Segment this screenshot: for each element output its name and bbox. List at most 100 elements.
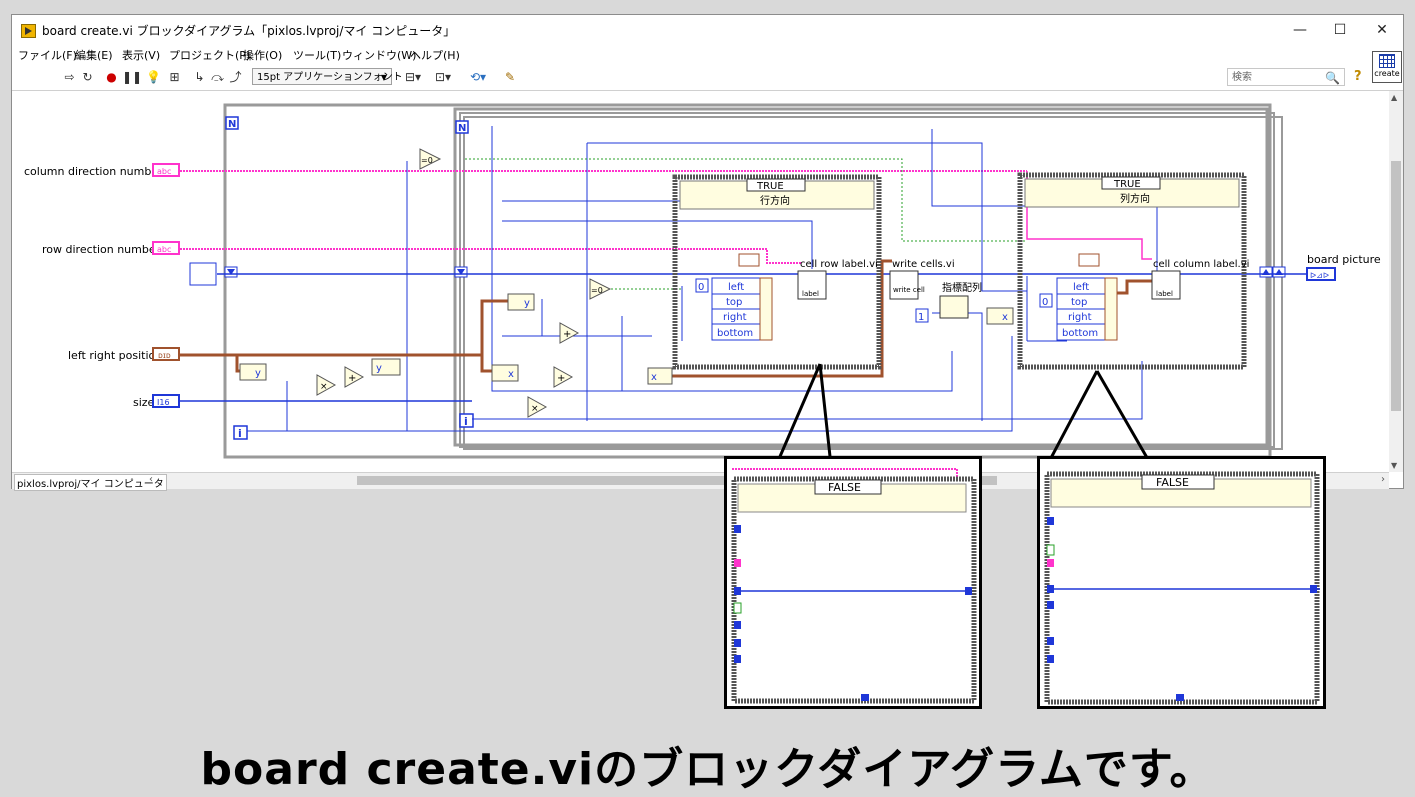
bundle-row-top: top [726, 297, 742, 308]
column-numbers-type: abc [157, 167, 171, 176]
picture-constant[interactable] [189, 262, 217, 286]
subvi-write-cells-tag: write cell [893, 286, 925, 294]
row-numbers-terminal[interactable] [152, 241, 180, 255]
inner-loop-count-terminal[interactable] [455, 120, 469, 134]
scroll-left-icon[interactable]: ‹ [149, 474, 153, 485]
subvi-cell-col[interactable] [1151, 270, 1181, 300]
menu-operate[interactable]: 操作(O) [243, 49, 283, 62]
case-row-label: 行方向 [760, 194, 790, 207]
row-cluster-constant[interactable] [738, 253, 760, 267]
block-diagram-canvas: N N i i [24, 103, 1381, 471]
abort-icon[interactable]: ● [106, 70, 117, 84]
highlight-execution-icon[interactable]: 💡 [146, 70, 161, 84]
add-outer[interactable] [344, 366, 365, 388]
const-one[interactable] [915, 308, 929, 323]
eq-zero-inner[interactable] [589, 278, 612, 300]
step-over-icon[interactable]: ⤼ [211, 70, 224, 84]
unbundle-y-inner[interactable] [507, 293, 535, 311]
pause-icon[interactable]: ❚❚ [122, 70, 143, 84]
vertical-scroll-thumb[interactable] [1391, 161, 1401, 411]
scroll-down-icon[interactable]: ▼ [1391, 461, 1398, 470]
case-col-label: 列方向 [1120, 192, 1150, 205]
font-select[interactable]: 15pt アプリケーションフォント ▼ [252, 68, 403, 85]
case-col-true: TRUE [1113, 179, 1141, 190]
block-diagram[interactable]: N N i i [12, 91, 1388, 471]
vi-icon[interactable]: create [1372, 51, 1402, 83]
minimize-button[interactable]: — [1293, 22, 1307, 38]
const-zero-col[interactable] [1039, 293, 1053, 308]
add-inner-2-text: + [557, 373, 565, 384]
unbundle-x-inner[interactable] [491, 364, 519, 382]
help-icon[interactable]: ? [1354, 69, 1362, 84]
menu-file[interactable]: ファイル(F) [18, 49, 77, 62]
false-case-row-selector[interactable] [814, 479, 882, 495]
subvi-write-cells-name: write cells.vi [892, 259, 955, 270]
zoom-false-case-col: FALSE [1037, 456, 1326, 709]
menu-view[interactable]: 表示(V) [122, 49, 161, 62]
bundle-col-x[interactable] [986, 307, 1014, 325]
reorder-icon[interactable]: ⟲▾ [469, 70, 487, 84]
mult-outer[interactable] [316, 374, 337, 396]
col-cluster-constant[interactable] [1078, 253, 1100, 267]
menu-project[interactable]: プロジェクト(P) [169, 49, 251, 62]
zoom-false-col-canvas: FALSE [1044, 471, 1320, 705]
window-title: board create.vi ブロックダイアグラム「pixlos.lvproj… [42, 24, 456, 38]
scroll-right-icon[interactable]: › [1381, 474, 1385, 485]
cleanup-diagram-icon[interactable]: ✎ [504, 70, 516, 84]
vertical-scrollbar[interactable]: ▲ ▼ [1389, 91, 1403, 472]
mult-outer-text: × [320, 382, 328, 392]
zoom-false-row-canvas: FALSE [731, 468, 977, 704]
close-button[interactable]: ✕ [1376, 22, 1388, 38]
run-continuously-icon[interactable]: ↻ [82, 70, 93, 84]
menu-edit[interactable]: 編集(E) [75, 49, 113, 62]
case-structure-col[interactable] [1017, 172, 1247, 370]
row-numbers-type: abc [157, 245, 171, 254]
step-into-icon[interactable]: ↳ [194, 70, 205, 84]
bundle-row-right: right [723, 312, 747, 323]
retain-wire-values-icon[interactable]: ⊞ [169, 70, 180, 84]
outer-loop-iteration-terminal [233, 425, 248, 440]
align-objects-icon[interactable]: ⊟▾ [404, 70, 422, 84]
board-picture-terminal[interactable] [1306, 267, 1336, 281]
position-terminal[interactable] [152, 347, 180, 361]
distribute-objects-icon[interactable]: ⊡▾ [434, 70, 452, 84]
case-row-selector[interactable] [746, 178, 806, 192]
add-inner-1[interactable] [559, 322, 580, 344]
const-zero-row[interactable] [695, 278, 709, 293]
index-array-node[interactable] [939, 295, 969, 319]
case-structure-row[interactable] [672, 174, 882, 370]
search-input[interactable]: 検索 🔍 [1227, 68, 1345, 86]
add-inner-2[interactable] [553, 366, 574, 388]
outer-loop-count-terminal[interactable] [225, 116, 239, 130]
menu-help[interactable]: ヘルプ(H) [410, 49, 460, 62]
menu-tools[interactable]: ツール(T) [293, 49, 342, 62]
horizontal-scroll-thumb[interactable] [357, 476, 997, 485]
subvi-cell-row[interactable] [797, 270, 827, 300]
index-array-name: 指標配列 [942, 281, 982, 294]
menu-window[interactable]: ウィンドウ(W) [342, 49, 417, 62]
bundle-inner[interactable] [647, 367, 673, 385]
case-col-selector[interactable] [1101, 176, 1161, 190]
unbundle-y-inner-text: y [524, 298, 530, 309]
inner-loop-i: i [464, 415, 468, 428]
scroll-up-icon[interactable]: ▲ [1391, 93, 1398, 102]
run-arrow-icon[interactable]: ⇨ [64, 70, 75, 84]
step-out-icon[interactable]: ⤴ [229, 70, 242, 84]
subvi-write-cells[interactable] [889, 270, 919, 300]
size-terminal[interactable] [152, 394, 180, 408]
search-icon[interactable]: 🔍 [1325, 71, 1340, 85]
bundle-outer[interactable] [371, 358, 401, 376]
toolbar: ⇨ ↻ ● ❚❚ 💡 ⊞ ↳ ⤼ ⤴ 15pt アプリケーションフォント ▼ ⊟… [12, 65, 1403, 91]
false-case-col-frame[interactable] [1044, 471, 1320, 705]
false-case-col-selector[interactable] [1141, 474, 1215, 490]
eq-zero-outer[interactable] [419, 148, 442, 170]
unbundle-y-outer[interactable] [239, 363, 267, 381]
bundle-row-left: left [728, 282, 744, 293]
mult-inner[interactable] [527, 396, 548, 418]
maximize-button[interactable]: ☐ [1333, 22, 1347, 38]
inner-for-loop-shadow2 [463, 116, 1283, 450]
column-numbers-terminal[interactable] [152, 163, 180, 177]
eq-zero-inner-text: =0 [591, 286, 603, 295]
labview-app-icon [21, 24, 36, 38]
zoom-false-case-row: FALSE [724, 456, 982, 709]
